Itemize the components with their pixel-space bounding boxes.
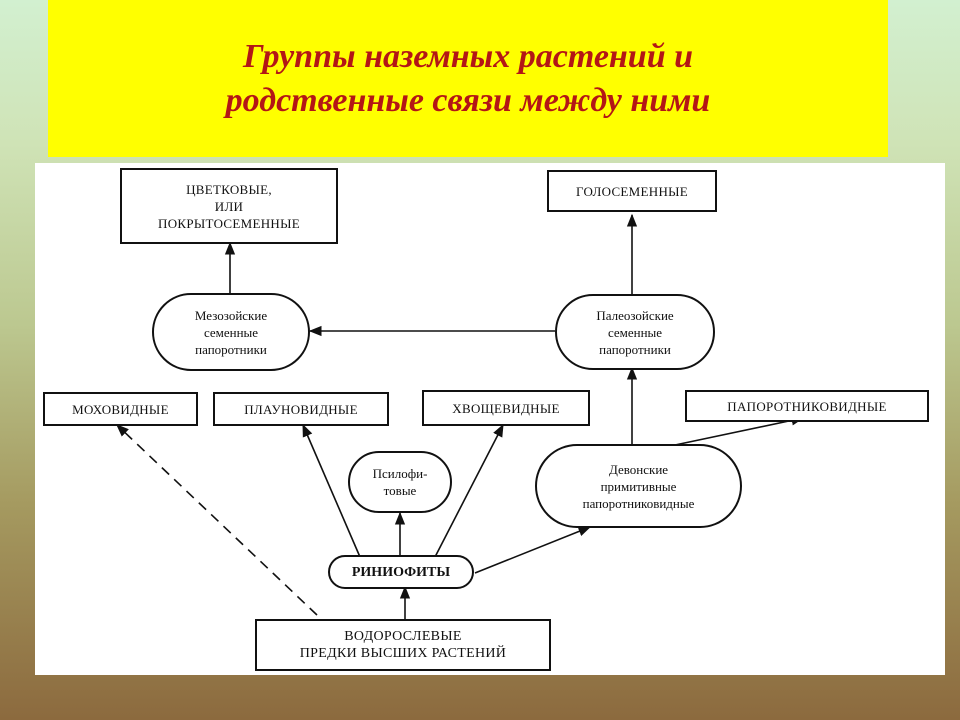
node-devonian-line-3: папоротниковидные bbox=[582, 495, 695, 511]
node-devonian-ferns: Девонские примитивные папоротниковидные bbox=[535, 444, 742, 528]
node-devonian-line-2: примитивные bbox=[600, 478, 677, 494]
node-rhyniophytes: РИНИОФИТЫ bbox=[328, 555, 474, 589]
node-psilophytes: Псилофи- товые bbox=[348, 451, 452, 513]
node-paleozoic-seed-ferns: Палеозойские семенные папоротники bbox=[555, 294, 715, 370]
node-flowering-line-1: ЦВЕТКОВЫЕ, bbox=[186, 181, 272, 197]
arrow-algae-to-mosses-dashed bbox=[116, 424, 318, 616]
node-horsetails: ХВОЩЕВИДНЫЕ bbox=[422, 390, 590, 426]
node-gymnosperms-line-1: ГОЛОСЕМЕННЫЕ bbox=[575, 183, 689, 199]
arrow-devonian-to-ferns bbox=[674, 415, 805, 446]
node-mesozoic-seed-ferns: Мезозойские семенные папоротники bbox=[152, 293, 310, 371]
node-paleozoic-line-1: Палеозойские bbox=[596, 307, 674, 323]
title-banner: Группы наземных растений и родственные с… bbox=[48, 0, 888, 157]
node-lycopods-line-1: ПЛАУНОВИДНЫЕ bbox=[244, 401, 358, 417]
node-mosses: МОХОВИДНЫЕ bbox=[43, 392, 198, 426]
node-mosses-line-1: МОХОВИДНЫЕ bbox=[72, 401, 169, 417]
node-mesozoic-line-2: семенные bbox=[203, 324, 259, 340]
node-mesozoic-line-1: Мезозойские bbox=[194, 307, 268, 323]
node-algal-line-1: ВОДОРОСЛЕВЫЕ bbox=[344, 629, 462, 644]
node-rhyniophytes-line-1: РИНИОФИТЫ bbox=[351, 564, 451, 580]
node-paleozoic-line-2: семенные bbox=[607, 324, 663, 340]
node-horsetails-line-1: ХВОЩЕВИДНЫЕ bbox=[452, 400, 560, 416]
node-flowering-line-3: ПОКРЫТОСЕМЕННЫЕ bbox=[158, 215, 300, 231]
node-gymnosperms: ГОЛОСЕМЕННЫЕ bbox=[547, 170, 717, 212]
node-lycopods: ПЛАУНОВИДНЫЕ bbox=[213, 392, 389, 426]
node-psilophytes-line-2: товые bbox=[383, 483, 417, 498]
phylogeny-diagram: ЦВЕТКОВЫЕ, ИЛИ ПОКРЫТОСЕМЕННЫЕ ГОЛОСЕМЕН… bbox=[35, 163, 945, 675]
arrow-rhyniophytes-to-lycopods bbox=[302, 423, 361, 558]
node-ferns-line-1: ПАПОРОТНИКОВИДНЫЕ bbox=[727, 398, 887, 414]
node-flowering: ЦВЕТКОВЫЕ, ИЛИ ПОКРЫТОСЕМЕННЫЕ bbox=[120, 168, 338, 244]
arrow-rhyniophytes-to-devonian bbox=[474, 526, 592, 574]
diagram-connectors bbox=[116, 213, 805, 619]
title-line-1: Группы наземных растений и bbox=[242, 37, 694, 75]
node-algal-line-2: ПРЕДКИ ВЫСШИХ РАСТЕНИЙ bbox=[299, 646, 507, 661]
node-ferns: ПАПОРОТНИКОВИДНЫЕ bbox=[685, 390, 929, 422]
node-paleozoic-line-3: папоротники bbox=[599, 341, 671, 357]
node-psilophytes-line-1: Псилофи- bbox=[372, 466, 428, 481]
arrow-rhyniophytes-to-horsetails bbox=[434, 423, 504, 558]
title-line-2: родственные связи между ними bbox=[225, 81, 711, 119]
node-algal-ancestors: ВОДОРОСЛЕВЫЕ ПРЕДКИ ВЫСШИХ РАСТЕНИЙ bbox=[255, 619, 551, 671]
node-devonian-line-1: Девонские bbox=[608, 461, 669, 477]
node-flowering-line-2: ИЛИ bbox=[214, 198, 244, 214]
node-mesozoic-line-3: папоротники bbox=[195, 341, 267, 357]
